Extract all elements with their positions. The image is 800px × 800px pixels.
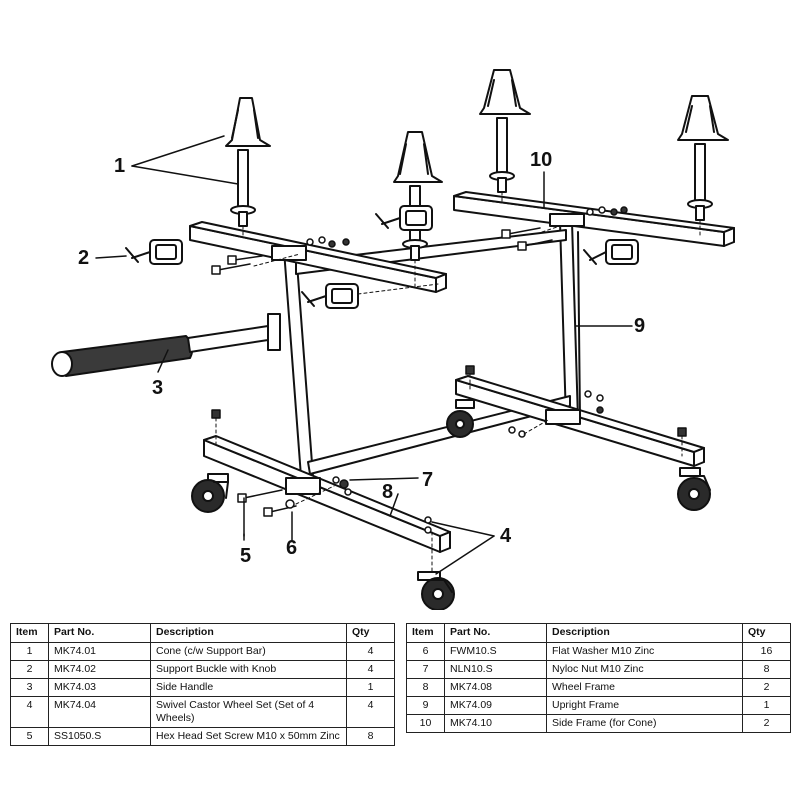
cell-part-no: FWM10.S [444,642,547,661]
table-row: 4 MK74.04 Swivel Castor Wheel Set (Set o… [10,696,395,728]
cell-item: 10 [406,714,445,733]
cell-description: Support Buckle with Knob [150,660,347,679]
table-row: 7 NLN10.S Nyloc Nut M10 Zinc 8 [406,660,791,679]
cell-item: 4 [10,696,49,728]
table-header-row: Item Part No. Description Qty [406,623,791,643]
leader-lines [95,135,633,575]
castor-wheel-rear-left [446,399,475,438]
support-buckle-4 [583,239,639,265]
callout-7: 7 [422,469,434,491]
cell-item: 8 [406,678,445,697]
cell-description: Cone (c/w Support Bar) [150,642,347,661]
cell-description: Flat Washer M10 Zinc [546,642,743,661]
side-handle [51,313,281,377]
fasteners [211,206,687,537]
cell-qty: 4 [346,660,395,679]
table-row: 6 FWM10.S Flat Washer M10 Zinc 16 [406,642,791,661]
support-buckle-1 [125,239,183,265]
parts-table-right: Item Part No. Description Qty 6 FWM10.S … [406,623,791,733]
parts-table-left: Item Part No. Description Qty 1 MK74.01 … [10,623,395,746]
cell-item: 3 [10,678,49,697]
header-item: Item [406,623,445,643]
cell-item: 7 [406,660,445,679]
header-qty: Qty [346,623,395,643]
header-description: Description [546,623,743,643]
table-header-row: Item Part No. Description Qty [10,623,395,643]
table-row: 10 MK74.10 Side Frame (for Cone) 2 [406,714,791,733]
cell-description: Nyloc Nut M10 Zinc [546,660,743,679]
table-row: 2 MK74.02 Support Buckle with Knob 4 [10,660,395,679]
wheel-frame-front [203,435,451,553]
cone-rear-left [479,69,531,193]
cell-description: Side Handle [150,678,347,697]
cell-item: 1 [10,642,49,661]
cell-qty: 1 [742,696,791,715]
header-item: Item [10,623,49,643]
callout-9: 9 [634,315,646,337]
callout-4: 4 [500,525,512,547]
table-row: 8 MK74.08 Wheel Frame 2 [406,678,791,697]
cell-qty: 2 [742,714,791,733]
callout-6: 6 [286,537,298,559]
header-part-no: Part No. [444,623,547,643]
callout-1: 1 [114,155,126,177]
table-row: 5 SS1050.S Hex Head Set Screw M10 x 50mm… [10,727,395,746]
cell-part-no: MK74.04 [48,696,151,728]
support-buckle-3 [375,205,433,231]
cell-qty: 8 [742,660,791,679]
cell-part-no: NLN10.S [444,660,547,679]
callout-3: 3 [152,377,164,399]
cell-part-no: MK74.01 [48,642,151,661]
callout-5: 5 [240,545,252,567]
side-frame-rear [453,191,735,247]
support-buckle-2 [301,283,359,309]
assembly-guide-lines [215,191,701,573]
wheel-frame-rear [455,375,705,467]
cell-part-no: MK74.03 [48,678,151,697]
cell-description: Wheel Frame [546,678,743,697]
callout-2: 2 [78,247,90,269]
cell-description: Side Frame (for Cone) [546,714,743,733]
cell-item: 2 [10,660,49,679]
cell-item: 6 [406,642,445,661]
cell-part-no: MK74.08 [444,678,547,697]
cell-qty: 4 [346,642,395,661]
callout-8: 8 [382,481,394,503]
castor-wheel-front-right [417,571,455,610]
cell-part-no: MK74.10 [444,714,547,733]
cone-front-right [393,131,443,261]
cell-description: Hex Head Set Screw M10 x 50mm Zinc [150,727,347,746]
cell-qty: 1 [346,678,395,697]
side-frame-front [189,221,447,293]
header-part-no: Part No. [48,623,151,643]
cell-item: 9 [406,696,445,715]
cone-rear-right [677,95,729,221]
cone-front-left [225,97,271,227]
header-description: Description [150,623,347,643]
table-row: 9 MK74.09 Upright Frame 1 [406,696,791,715]
castor-wheel-rear-right [677,467,711,511]
cell-qty: 8 [346,727,395,746]
cell-part-no: MK74.09 [444,696,547,715]
castor-wheel-front-left [191,473,229,513]
callout-10: 10 [530,149,553,171]
cell-item: 5 [10,727,49,746]
table-row: 3 MK74.03 Side Handle 1 [10,678,395,697]
exploded-assembly-diagram [51,69,735,610]
cell-description: Upright Frame [546,696,743,715]
cell-part-no: MK74.02 [48,660,151,679]
cell-qty: 16 [742,642,791,661]
cell-description: Swivel Castor Wheel Set (Set of 4 Wheels… [150,696,347,728]
table-row: 1 MK74.01 Cone (c/w Support Bar) 4 [10,642,395,661]
header-qty: Qty [742,623,791,643]
cell-part-no: SS1050.S [48,727,151,746]
cell-qty: 2 [742,678,791,697]
cell-qty: 4 [346,696,395,728]
